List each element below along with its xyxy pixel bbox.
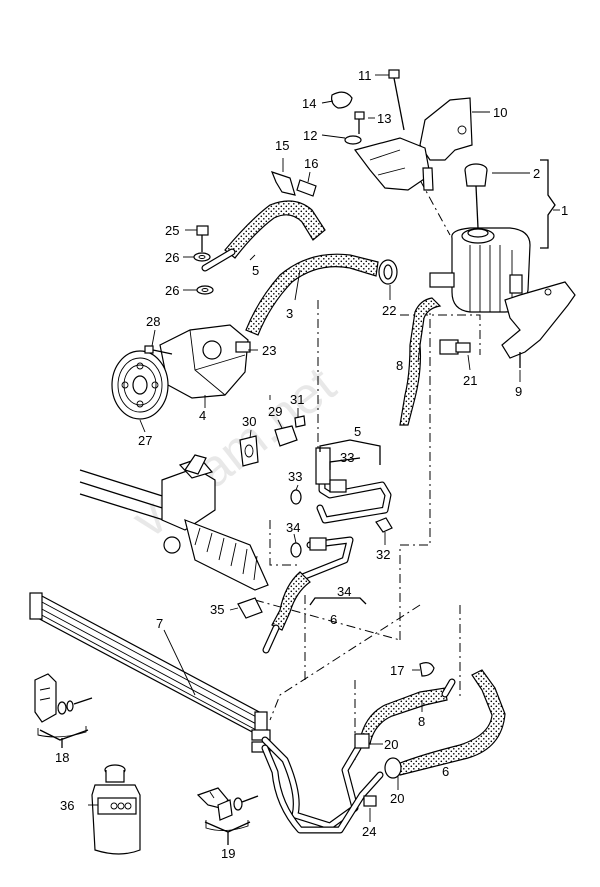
callout-6-lower: 6 [442,764,449,779]
o-ring-33 [290,489,302,505]
callout-11: 11 [358,68,372,83]
callout-30: 30 [242,414,256,429]
callout-22: 22 [382,303,396,318]
callout-26-upper: 26 [165,250,179,265]
callout-3: 3 [286,306,293,321]
callout-28: 28 [146,314,160,329]
steering-rack [79,454,269,591]
callout-33-upper: 33 [340,450,354,465]
callout-4: 4 [199,408,206,423]
callout-7: 7 [156,616,163,631]
callout-23: 23 [262,343,276,358]
callout-36: 36 [60,798,74,813]
callout-29: 29 [268,404,282,419]
suction-hose [224,200,326,259]
callout-34-right: 34 [337,584,351,599]
assembly-leader-lines [254,179,481,760]
bracket-19 [196,787,259,845]
clamp-17 [419,662,435,677]
callout-2: 2 [533,166,540,181]
hose-union-21 [439,339,471,355]
clamp-30 [239,435,259,467]
clip-35 [237,597,263,619]
callout-26-lower: 26 [165,283,179,298]
group-bracket-33 [329,457,361,470]
clip-14 [331,91,353,109]
power-steering-pump [159,324,251,399]
fluid-cooler [29,592,271,753]
callout-8-lower: 8 [418,714,425,729]
callout-10: 10 [493,105,507,120]
callout-15: 15 [275,138,289,153]
pressure-hose [245,253,379,336]
bolt-28 [144,345,173,355]
callout-1: 1 [561,203,568,218]
hose-clip-15 [270,171,296,196]
reservoir-cap-dipstick [464,163,488,229]
callout-leaders [88,74,560,822]
callout-24: 24 [362,824,376,839]
mounting-bracket [353,97,473,191]
callout-34-left: 34 [286,520,300,535]
pipe-union-upper [315,447,331,485]
bolt-31 [294,415,306,428]
o-ring-34 [290,542,302,558]
return-hose-lower-6 [394,669,506,776]
group-bracket-5 [319,439,381,465]
clamp-22 [378,259,398,285]
callout-25: 25 [165,223,179,238]
clamp-29 [274,425,298,447]
callout-18: 18 [55,750,69,765]
group-bracket-19 [204,821,251,833]
reservoir-bracket [501,281,576,368]
bolt-11 [388,69,405,131]
group-bracket-1 [540,159,556,249]
group-bracket-18 [39,729,89,741]
callout-27: 27 [138,433,152,448]
callout-32: 32 [376,547,390,562]
callout-31: 31 [290,392,304,407]
callout-6-mid: 6 [330,612,337,627]
bolt-24 [363,795,377,807]
return-hose-mid [271,571,311,631]
callout-20-lower: 20 [390,791,404,806]
bolt-13 [354,111,365,134]
callout-21: 21 [463,373,477,388]
callout-13: 13 [377,111,391,126]
clamp-20-upper [354,733,370,749]
callout-16: 16 [304,156,318,171]
pipe-union-33 [329,479,347,493]
callout-8-upper: 8 [396,358,403,373]
bolt-16 [296,179,317,197]
return-hose-lower-8 [359,687,448,745]
bracket-18 [34,673,93,748]
callout-35: 35 [210,602,224,617]
callout-labels: 1 2 3 4 5 5 6 6 6 7 8 8 9 10 11 12 13 14… [55,68,568,861]
callout-17: 17 [390,663,404,678]
fluid-bottle [91,764,141,855]
washer-12 [344,135,362,145]
washer-26-lower [196,285,214,295]
pump-pulley [111,350,169,420]
callout-14: 14 [302,96,316,111]
callout-5-lower: 5 [354,424,361,439]
clamp-20-lower [384,757,402,779]
callout-9: 9 [515,384,522,399]
bolt-25 [196,225,209,252]
pipe-union-34 [309,537,327,551]
callout-5-upper: 5 [252,263,259,278]
group-bracket-34 [309,597,367,606]
callout-12: 12 [303,128,317,143]
bolt-32 [375,517,393,533]
callout-20-upper: 20 [384,737,398,752]
callout-33-left: 33 [288,469,302,484]
return-hose-upper [399,297,442,426]
fluid-reservoir [429,227,531,313]
callout-19: 19 [221,846,235,861]
washer-26-upper [193,252,211,262]
